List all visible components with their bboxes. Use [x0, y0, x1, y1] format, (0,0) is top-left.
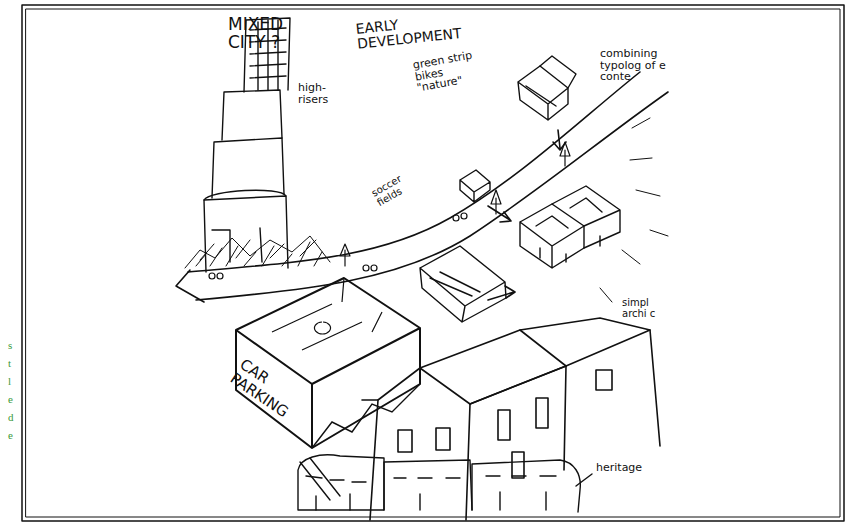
- margin-fragment: d: [8, 412, 20, 424]
- arrows: [488, 130, 566, 300]
- high-rise-tower: [222, 90, 282, 140]
- heritage-buildings: [300, 458, 340, 500]
- parking-block-edge: [236, 278, 420, 448]
- arrows: [488, 286, 515, 300]
- large-houses: [512, 452, 524, 478]
- sketch-note: MIXED CITY ?: [228, 16, 323, 52]
- sketch-note: green strip bikes "nature": [412, 49, 481, 94]
- sketch-note: soccer fields: [370, 169, 417, 208]
- margin-fragment: e: [8, 394, 20, 406]
- arrows: [553, 130, 566, 150]
- sketch-note: heritage: [596, 462, 666, 474]
- trees-and-bikes: [453, 215, 459, 221]
- green-strip: [176, 270, 204, 302]
- frame: [22, 5, 844, 521]
- heritage-buildings: [306, 476, 556, 482]
- row-houses: [520, 204, 584, 268]
- large-houses: [564, 330, 660, 470]
- strip-houses: [526, 56, 576, 106]
- large-houses: [470, 366, 566, 404]
- row-houses: [552, 186, 620, 248]
- green-strip: [196, 92, 668, 300]
- large-houses: [536, 398, 548, 428]
- strip-houses: [518, 66, 568, 120]
- trees-and-bikes: [371, 265, 377, 271]
- parking-block-break: [312, 384, 420, 448]
- arrows: [488, 206, 511, 222]
- trees-and-bikes: [209, 273, 215, 279]
- trees-and-bikes: [209, 142, 570, 279]
- strip-houses: [420, 246, 506, 322]
- trees-and-bikes: [340, 244, 350, 266]
- green-strip: [188, 72, 640, 272]
- high-rise-tower: [204, 196, 288, 272]
- heritage-buildings: [298, 455, 384, 510]
- strip-houses: [420, 56, 576, 322]
- large-houses: [596, 370, 612, 390]
- strip-houses: [460, 170, 490, 202]
- parking-block-outline: [232, 272, 424, 450]
- sketch-note: simpl archi c: [622, 298, 658, 319]
- sketch-note: combining typolog of e conte: [600, 48, 670, 83]
- hatched-ground: [200, 240, 316, 260]
- row-houses: [536, 198, 602, 228]
- large-houses: [362, 318, 660, 520]
- large-houses: [398, 430, 412, 452]
- margin-fragment: s: [8, 340, 20, 352]
- margin-fragment: t: [8, 358, 20, 370]
- high-rise-tower: [204, 190, 286, 200]
- frame: [22, 5, 844, 521]
- row-houses: [520, 186, 620, 268]
- heritage-buildings: [316, 492, 546, 510]
- row-houses: [540, 236, 600, 262]
- high-rise-tower: [212, 138, 284, 198]
- heritage-buildings: [576, 474, 592, 486]
- sketch-note: high-risers: [298, 82, 346, 105]
- heritage-buildings: [472, 460, 580, 512]
- motion-strokes: [600, 118, 668, 302]
- parking-block: CAR PARKING: [232, 272, 424, 450]
- hatched-ground: [185, 236, 330, 268]
- margin-fragment: l: [8, 376, 20, 388]
- parking-deck-marking: [272, 278, 382, 350]
- heritage-buildings: [298, 455, 592, 512]
- large-houses: [520, 318, 650, 366]
- margin-fragment: e: [8, 430, 20, 442]
- trees-and-bikes: [461, 213, 467, 219]
- trees-and-bikes: [217, 273, 223, 279]
- frame: [26, 9, 840, 517]
- hatched-ground: [196, 242, 322, 266]
- sketch-note: EARLY DEVELOPMENT: [355, 9, 482, 51]
- high-rise-tower: [204, 18, 290, 272]
- large-houses: [436, 428, 450, 450]
- strip-houses: [430, 272, 480, 296]
- trees-and-bikes: [363, 265, 369, 271]
- heritage-buildings: [384, 460, 472, 510]
- motion-strokes: [600, 118, 668, 302]
- trees-and-bikes: [560, 142, 570, 166]
- large-houses: [498, 410, 510, 440]
- hatched-ground: [185, 236, 330, 268]
